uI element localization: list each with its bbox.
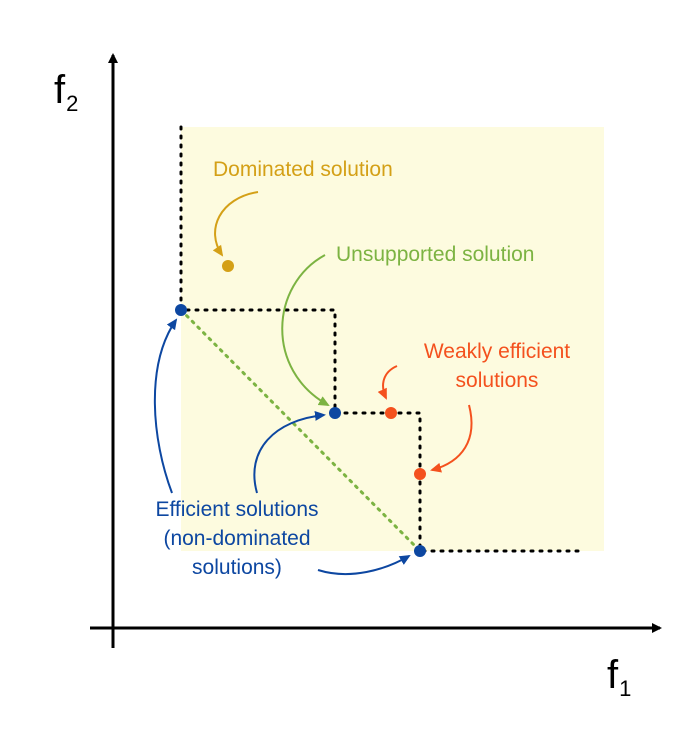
- efficient-arrow-2: [253, 410, 326, 494]
- y-axis-label: f2: [54, 68, 78, 116]
- efficient-label-line3: solutions): [192, 556, 282, 579]
- efficient-label-line2: (non-dominated: [163, 527, 310, 550]
- weakly-arrow-1: [377, 365, 398, 400]
- dominated-arrow: [212, 191, 259, 257]
- efficient-point-3: [414, 545, 426, 557]
- unsupported-label: Unsupported solution: [336, 243, 534, 266]
- efficient-point-2: [329, 407, 341, 419]
- efficient-arrow-1: [153, 318, 178, 494]
- weakly-point-1: [385, 407, 397, 419]
- y-axis-subscript: 2: [66, 91, 78, 116]
- efficient-point-1: [175, 304, 187, 316]
- unsupported-arrow: [281, 254, 330, 406]
- weakly-label-line1: Weakly efficient: [424, 340, 570, 363]
- x-axis-label: f1: [607, 653, 631, 701]
- weakly-arrow-2: [430, 404, 473, 473]
- weakly-point-2: [414, 468, 426, 480]
- supported-hull-line: [179, 308, 422, 553]
- dominated-region: [181, 127, 604, 551]
- efficient-arrow-3: [317, 554, 411, 576]
- x-axis-subscript: 1: [619, 676, 631, 701]
- efficient-label-line1: Efficient solutions: [155, 498, 318, 521]
- dominated-label: Dominated solution: [213, 158, 393, 181]
- dominated-point: [222, 260, 234, 272]
- weakly-label-line2: solutions: [456, 369, 539, 392]
